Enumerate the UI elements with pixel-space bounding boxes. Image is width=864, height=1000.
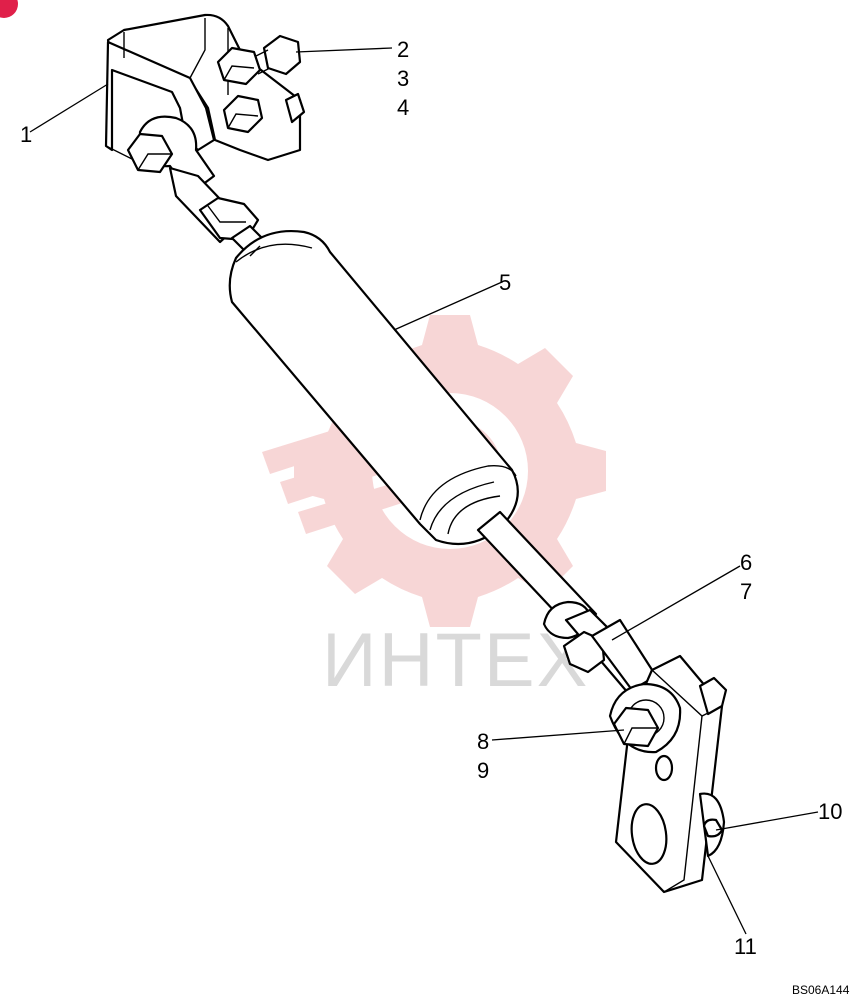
callout-6: 6 bbox=[740, 550, 752, 575]
upper-bracket bbox=[104, 13, 302, 162]
upper-rod-end bbox=[126, 115, 264, 254]
callout-11: 11 bbox=[734, 934, 757, 959]
pin bbox=[702, 818, 724, 838]
drawing-code: BS06A144 bbox=[792, 983, 850, 997]
lower-rod-end bbox=[542, 600, 662, 702]
callout-7: 7 bbox=[740, 579, 752, 604]
gas-spring-cylinder bbox=[228, 230, 519, 546]
bracket-bolt-lower bbox=[222, 92, 306, 134]
lower-eye-bolt bbox=[608, 682, 682, 782]
callout-9: 9 bbox=[477, 758, 489, 783]
callout-1: 1 bbox=[20, 122, 32, 147]
callout-3: 3 bbox=[397, 66, 409, 91]
bracket-bolt-upper bbox=[216, 34, 302, 86]
corner-badge bbox=[0, 0, 18, 18]
callout-10: 10 bbox=[818, 799, 842, 824]
callout-8: 8 bbox=[477, 729, 489, 754]
callout-4: 4 bbox=[397, 95, 409, 120]
leader-lines bbox=[29, 47, 819, 935]
watermark-text: ИНТЕХ bbox=[322, 618, 589, 703]
callout-5: 5 bbox=[499, 270, 511, 295]
callout-2: 2 bbox=[397, 37, 409, 62]
